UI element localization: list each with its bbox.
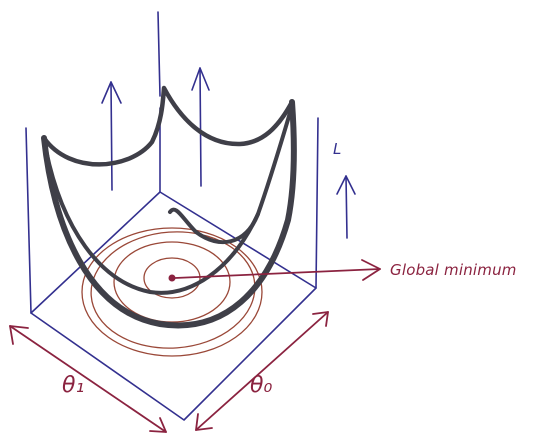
theta-arrows [9, 311, 329, 433]
contour-inner [143, 257, 201, 299]
theta1-double-arrow [9, 325, 167, 433]
surface-inner-curve-right [168, 104, 294, 245]
global-minimum-arrowhead [361, 259, 381, 281]
up-arrow-center [191, 67, 210, 187]
surface-outer-bowl [41, 99, 297, 329]
theta0-double-arrow [195, 311, 329, 431]
theta0-label: θ₀ [250, 373, 272, 398]
contour-outer-1 [81, 227, 263, 357]
up-arrow-right [336, 175, 356, 239]
right-vertical-line [315, 117, 319, 289]
loss-arrows [101, 67, 356, 239]
global-minimum-annotation [168, 259, 381, 282]
surface-top-rim [41, 85, 295, 167]
up-arrow-left [101, 81, 122, 191]
global-minimum-point [168, 274, 176, 282]
global-minimum-label: Global minimum [390, 261, 517, 279]
left-vertical-line [25, 127, 32, 314]
contour-middle [113, 241, 231, 323]
global-minimum-pointer [174, 268, 381, 279]
surface-inner-curve-left [44, 148, 260, 295]
theta1-label: θ₁ [62, 373, 84, 398]
loss-axis-label: L [333, 140, 341, 158]
center-vertical-line [157, 11, 161, 97]
loss-surface [41, 85, 297, 329]
